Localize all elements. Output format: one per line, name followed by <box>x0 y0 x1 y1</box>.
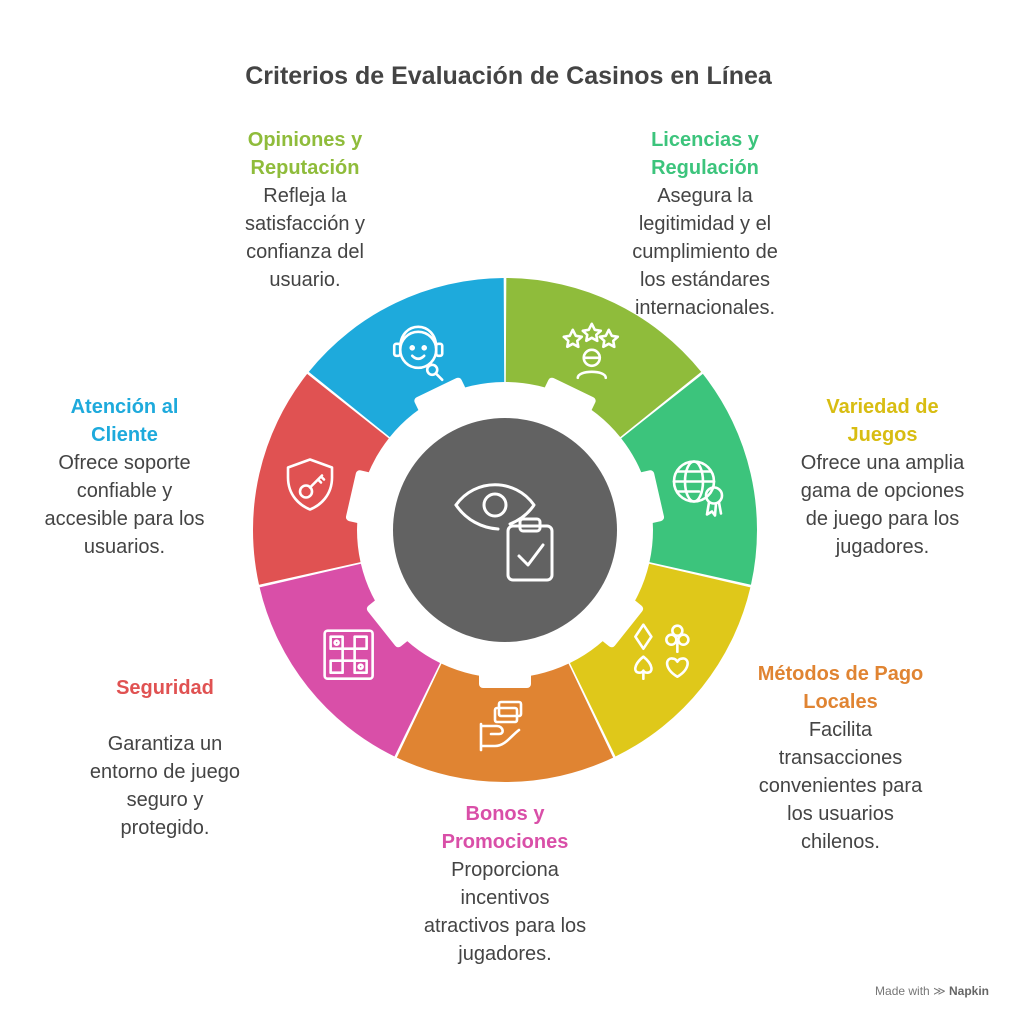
label-description: legitimidad y el <box>638 213 772 235</box>
made-with-napkin: Made with ≫ Napkin <box>875 984 989 998</box>
segment-licencias <box>621 373 757 585</box>
label-description: usuario. <box>269 269 341 291</box>
segment-notch <box>345 470 384 526</box>
stars-user-icon <box>562 322 620 380</box>
footer-made-with: Made with <box>875 984 930 998</box>
support-headset-icon <box>392 325 444 382</box>
segment-notch <box>366 592 418 648</box>
label-description: confiable y <box>76 480 173 502</box>
label-heading: Regulación <box>651 157 759 179</box>
board-game-icon <box>323 629 374 680</box>
label-description: cumplimiento de <box>632 241 778 263</box>
label-heading: Juegos <box>847 424 918 446</box>
label-description: seguro y <box>126 789 204 811</box>
label-description: satisfacción y <box>244 213 366 235</box>
segment-notch <box>626 470 665 526</box>
label-heading: Promociones <box>441 831 569 853</box>
label-description: gama de opciones <box>800 480 965 502</box>
label-description: confianza del <box>246 241 364 263</box>
label-description: los estándares <box>639 269 771 291</box>
label-heading: Locales <box>803 691 878 713</box>
label-heading: Métodos de Pago <box>757 663 924 685</box>
label-description: entorno de juego <box>89 761 241 783</box>
segment-notch <box>479 660 531 688</box>
label-description: usuarios. <box>83 536 166 558</box>
eye-clipboard-check-icon <box>454 483 554 582</box>
label-heading: Opiniones y <box>247 129 363 151</box>
label-description: chilenos. <box>801 831 880 853</box>
label-heading: Bonos y <box>465 803 545 825</box>
shield-key-icon <box>286 458 334 511</box>
label-description: internacionales. <box>634 297 776 319</box>
label-description: Proporciona <box>451 859 559 881</box>
label-description: Facilita <box>808 719 873 741</box>
label-heading: Licencias y <box>651 129 759 151</box>
label-description: de juego para los <box>805 508 960 530</box>
label-description: convenientes para <box>758 775 923 797</box>
label-heading: Seguridad <box>116 677 214 699</box>
segment-variedad <box>569 563 751 757</box>
label-spacer <box>60 702 270 730</box>
card-suits-icon <box>634 623 690 680</box>
segment-notch <box>539 377 596 423</box>
label-description: accesible para los <box>44 508 205 530</box>
label-description: incentivos <box>460 887 550 909</box>
label-description: Asegura la <box>657 185 753 207</box>
globe-certificate-icon <box>672 460 724 517</box>
label-description: Ofrece una amplia <box>800 452 965 474</box>
label-description: jugadores. <box>458 943 552 965</box>
label-heading: Variedad de <box>826 396 939 418</box>
label-heading: Cliente <box>91 424 158 446</box>
label-description: jugadores. <box>835 536 930 558</box>
segment-atencion <box>308 278 505 438</box>
label-heading: Atención al <box>70 396 179 418</box>
segment-notch <box>414 377 471 423</box>
page-title: Criterios de Evaluación de Casinos en Lí… <box>245 62 772 90</box>
segment-notch <box>592 592 644 648</box>
footer-brand: Napkin <box>948 984 989 998</box>
segment-opiniones <box>505 278 702 438</box>
label-description: los usuarios <box>787 803 894 825</box>
label-description: atractivos para los <box>423 915 587 937</box>
label-heading: Reputación <box>250 157 360 179</box>
hand-money-icon <box>479 700 523 752</box>
label-description: Garantiza un <box>107 733 223 755</box>
label-description: Refleja la <box>263 185 347 207</box>
label-description: transacciones <box>778 747 903 769</box>
center-disc <box>393 418 617 642</box>
napkin-logo-icon: ≫ <box>933 984 946 998</box>
label-description: protegido. <box>120 817 210 839</box>
label-description: Ofrece soporte <box>58 452 191 474</box>
segment-seguridad <box>252 373 389 585</box>
